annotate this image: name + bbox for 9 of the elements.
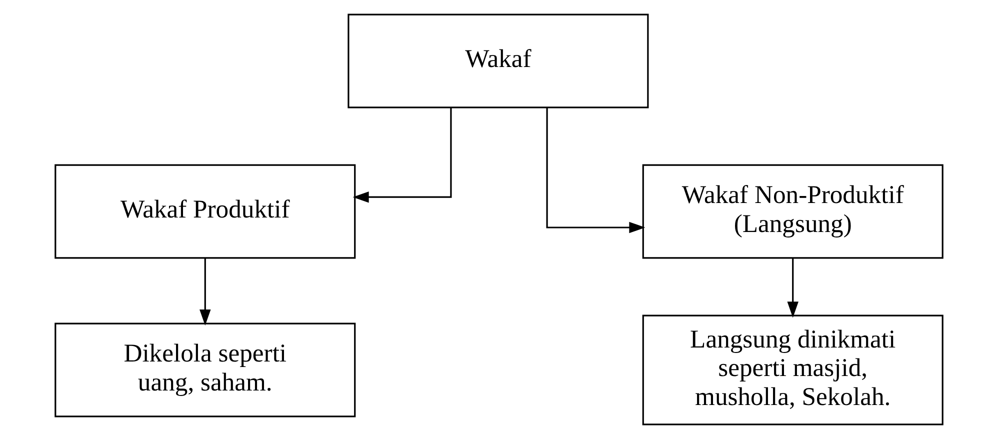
arrow (352, 108, 452, 203)
node-box: Langsung dinikmati seperti masjid, musholla, Sekolah. (642, 314, 944, 426)
arrow (200, 258, 211, 326)
node-box: Dikelola seperti uang, saham. (54, 322, 356, 418)
node-box: Wakaf Non-Produktif (Langsung) (642, 164, 944, 259)
arrow (787, 258, 798, 318)
node-box: Wakaf Produktif (54, 164, 356, 259)
arrow (546, 108, 646, 234)
node-box: Wakaf (348, 14, 649, 108)
